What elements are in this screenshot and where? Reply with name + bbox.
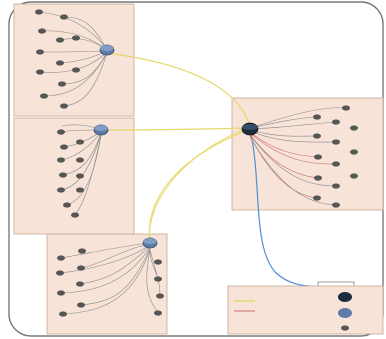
blue-link bbox=[249, 129, 321, 288]
core-router-right bbox=[241, 122, 259, 136]
cluster-middle-left-nodes bbox=[57, 129, 84, 218]
cluster-right-nodes bbox=[313, 105, 358, 208]
legend-router-icon bbox=[338, 308, 352, 318]
router-middle-left bbox=[93, 124, 109, 136]
cluster-top-left-nodes bbox=[35, 9, 80, 109]
legend-core-router-icon bbox=[338, 292, 352, 302]
cluster-top-left bbox=[13, 3, 135, 117]
router-bottom-left bbox=[142, 237, 158, 249]
legend-node-icon bbox=[341, 325, 349, 331]
legend-box bbox=[227, 285, 384, 335]
cluster-right-links bbox=[249, 107, 347, 206]
cluster-bottom-left-nodes bbox=[56, 248, 164, 317]
router-top-left bbox=[99, 44, 115, 56]
cluster-right bbox=[231, 97, 384, 211]
yellow-links bbox=[100, 52, 251, 247]
